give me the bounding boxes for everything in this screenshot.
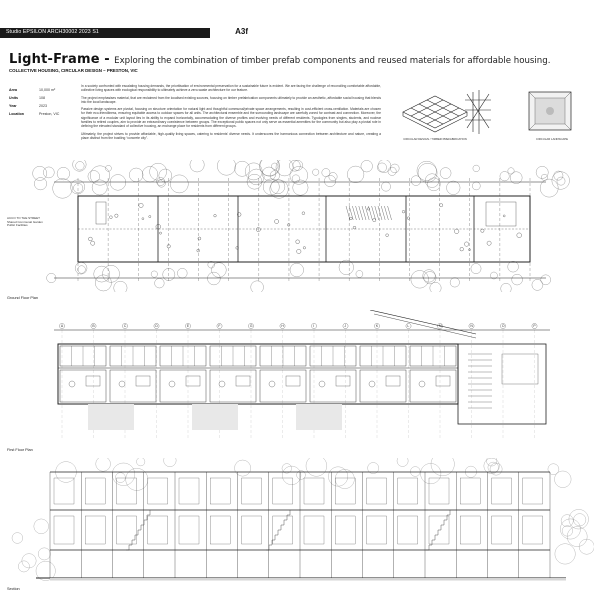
page-title: Light-Frame - Exploring the combination … — [9, 50, 594, 67]
landscape-diagram-caption: CIRCULAR LANDSCAPE — [535, 137, 569, 141]
studio-label: Studio EPSILON ARCH30002 2023 S1 — [6, 29, 99, 35]
first-floor-label: First Floor Plan — [7, 448, 33, 452]
landscape-diagram: CIRCULAR LANDSCAPE — [515, 86, 590, 141]
studio-header-bar: Studio EPSILON ARCH30002 2023 S1 A3f — [0, 27, 248, 38]
project-title: Light-Frame — [9, 52, 100, 67]
grid-letter: I — [313, 324, 314, 328]
grid-letter: K — [376, 324, 379, 328]
landscape-square-drawing — [528, 91, 572, 131]
plan-legend: ACCO TO THE STREET Shared Communal Garde… — [7, 216, 43, 228]
grid-letter: P — [533, 324, 536, 328]
brief-paragraph: Ultimately, the project strives to provi… — [81, 131, 381, 140]
grid-letter: O — [502, 324, 505, 328]
grid-letter: D — [155, 324, 158, 328]
timber-diagram-caption: CIRCULAR DESIGN / TIMBER PREFABRICATION — [403, 137, 467, 141]
grid-letter: J — [344, 324, 346, 328]
building-section — [11, 458, 594, 581]
grid-letter: E — [187, 324, 190, 328]
section-label: Section — [7, 587, 20, 591]
grid-letter: A — [61, 324, 64, 328]
ground-floor-label: Ground Floor Plan — [7, 296, 39, 300]
grid-letter: H — [281, 324, 284, 328]
grid-letter: B — [92, 324, 95, 328]
grid-letter: C — [124, 324, 127, 328]
ground-floor-plan — [32, 160, 570, 292]
project-brief: In a society confronted with escalating … — [81, 84, 381, 143]
title-separator: - — [99, 52, 115, 67]
sheet-number: A3f — [235, 27, 248, 36]
grid-letter: L — [407, 324, 409, 328]
timber-axonometric-drawing — [402, 90, 491, 134]
grid-letter: N — [470, 324, 473, 328]
brief-paragraph: Passive design systems are pivotal, focu… — [81, 107, 381, 129]
brief-paragraph: The project emphasises material, that ar… — [81, 95, 381, 104]
brief-paragraph: In a society confronted with escalating … — [81, 84, 381, 93]
project-tagline: COLLECTIVE HOUSING, CIRCULAR DESIGN – PR… — [9, 68, 138, 73]
grid-letter: G — [250, 324, 253, 328]
legend-title: ACCO TO THE STREET Shared Communal Garde… — [7, 216, 43, 228]
timber-frame-diagram: CIRCULAR DESIGN / TIMBER PREFABRICATION — [395, 86, 500, 141]
project-subtitle: Exploring the combination of timber pref… — [114, 56, 551, 66]
grid-letter: F — [218, 324, 220, 328]
